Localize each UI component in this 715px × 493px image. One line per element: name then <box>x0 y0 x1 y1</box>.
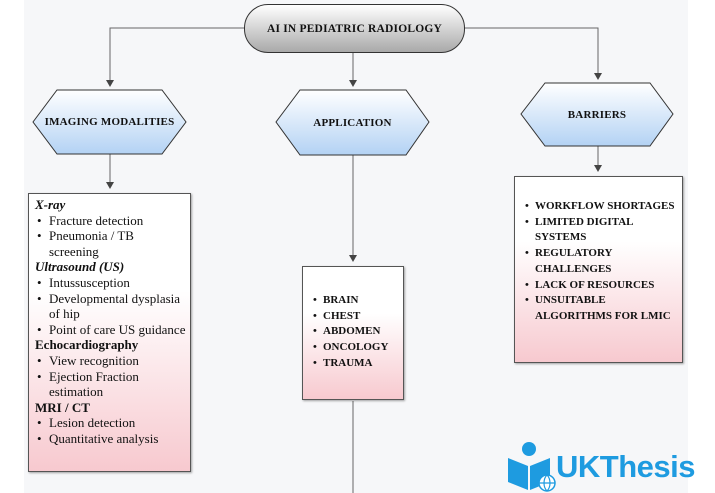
modality-item: Fracture detection <box>37 213 186 229</box>
modality-title-xray: X-ray <box>35 197 66 212</box>
ukthesis-logo-text: UKThesis <box>556 449 695 484</box>
application-item: TRAUMA <box>313 356 403 372</box>
hexagon-modalities-label: IMAGING MODALITIES <box>44 116 175 128</box>
barriers-box: WORKFLOW SHORTAGES LIMITED DIGITAL SYSTE… <box>514 176 683 363</box>
modality-item: Point of care US guidance <box>37 322 186 338</box>
hexagon-modalities-shape <box>32 89 187 155</box>
modality-title-echocardiography: Echocardiography <box>35 337 139 353</box>
connector-root-barriers <box>463 27 602 80</box>
modality-item: Lesion detection <box>37 415 186 431</box>
modality-item: Developmental dysplasia of hip <box>37 291 186 322</box>
application-item: BRAIN <box>313 293 403 309</box>
connector-root-modalities <box>106 27 244 87</box>
root-node: AI IN PEDIATRIC RADIOLOGY <box>244 4 465 53</box>
hexagon-barriers-label: BARRIERS <box>567 108 627 121</box>
barrier-item: WORKFLOW SHORTAGES <box>525 199 676 215</box>
application-item: CHEST <box>313 309 403 325</box>
ukthesis-logo-mark <box>508 442 556 492</box>
modality-item: Intussusception <box>37 275 186 291</box>
reader-head-icon <box>522 442 536 456</box>
barrier-item: UNSUITABLE ALGORITHMS FOR LMIC <box>525 293 676 324</box>
modality-item: Ejection Fraction estimation <box>37 369 186 400</box>
barrier-item: REGULATORY CHALLENGES <box>525 246 676 277</box>
modality-title-mri-ct: MRI / CT <box>35 399 90 415</box>
imaging-modalities-box: X-ray Fracture detection Pneumonia / TB … <box>28 193 191 472</box>
hexagon-application-label: APPLICATION <box>313 116 392 129</box>
barrier-item: LIMITED DIGITAL SYSTEMS <box>525 215 676 246</box>
hexagon-barriers-shape <box>520 82 674 147</box>
modality-item: Quantitative analysis <box>37 431 186 447</box>
modality-item: View recognition <box>37 353 186 369</box>
barrier-item: LACK OF RESOURCES <box>525 278 676 294</box>
application-box: BRAIN CHEST ABDOMEN ONCOLOGY TRAUMA <box>302 266 404 400</box>
modality-title-ultrasound: Ultrasound (US) <box>35 259 125 275</box>
modality-item: Pneumonia / TB screening <box>37 228 186 259</box>
application-item: ONCOLOGY <box>313 340 403 356</box>
application-item: ABDOMEN <box>313 324 403 340</box>
hexagon-application-shape <box>275 89 430 156</box>
